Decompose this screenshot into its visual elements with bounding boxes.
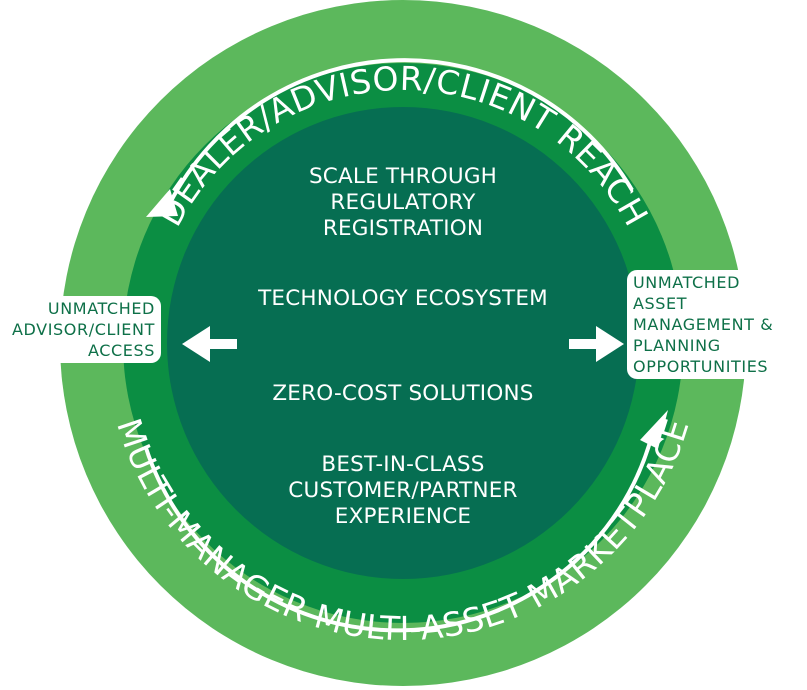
center-item-line: SCALE THROUGH (308, 164, 498, 189)
left-label-line: ADVISOR/CLIENT (12, 320, 155, 339)
right-label-line: UNMATCHED (633, 273, 741, 292)
left-label-line: UNMATCHED (47, 299, 155, 318)
center-item-scale: SCALE THROUGH REGULATORY REGISTRATION (230, 164, 576, 242)
arrow-left-icon (182, 326, 237, 362)
left-side-label: UNMATCHED ADVISOR/CLIENT ACCESS (6, 296, 161, 363)
inner-circle (167, 107, 639, 579)
right-label-line: MANAGEMENT & (633, 315, 774, 334)
right-label-line: ASSET (633, 294, 688, 313)
bottom-curved-arrow-icon (144, 410, 668, 633)
right-side-label: UNMATCHED ASSET MANAGEMENT & PLANNING OP… (627, 270, 780, 379)
center-item-line: ZERO-COST SOLUTIONS (272, 381, 534, 406)
right-label-line: PLANNING (633, 336, 721, 355)
center-item-line: CUSTOMER/PARTNER (288, 478, 518, 503)
center-item-best-in-class: BEST-IN-CLASS CUSTOMER/PARTNER EXPERIENC… (230, 452, 576, 530)
center-item-line: BEST-IN-CLASS (321, 452, 485, 477)
center-item-line: TECHNOLOGY ECOSYSTEM (258, 286, 548, 311)
top-curved-arrow-icon (146, 58, 634, 217)
left-label-line: ACCESS (87, 341, 155, 360)
right-label-line: OPPORTUNITIES (633, 357, 769, 376)
center-item-line: REGISTRATION (322, 216, 484, 241)
arrow-right-icon (569, 326, 624, 362)
center-item-line: REGULATORY (330, 190, 476, 215)
center-item-technology: TECHNOLOGY ECOSYSTEM (230, 286, 576, 312)
center-item-zero-cost: ZERO-COST SOLUTIONS (230, 381, 576, 407)
center-item-line: EXPERIENCE (334, 504, 472, 529)
